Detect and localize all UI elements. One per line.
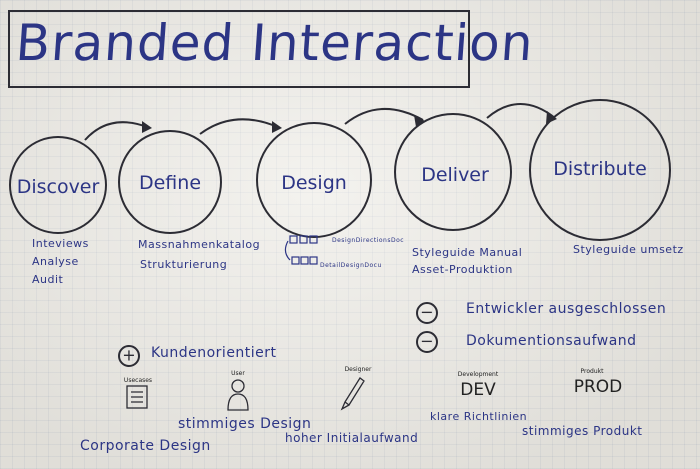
role-caption-user: User <box>231 370 245 377</box>
stage-label-deliver: Deliver <box>421 164 489 186</box>
usecases-icon <box>126 385 148 409</box>
note-define-2: Strukturierung <box>140 258 228 271</box>
arrow-deliver-distribute <box>486 103 556 119</box>
note-deliver-2: Asset-Produktion <box>412 263 513 276</box>
stage-circle-deliver <box>394 113 512 231</box>
arrow-define-design <box>199 118 281 135</box>
role-caption-development: Development <box>457 371 499 378</box>
con-item-entwickler: Entwickler ausgeschlossen <box>466 301 667 317</box>
doc-box-5 <box>300 256 309 265</box>
role-caption-produkt: Produkt <box>580 368 604 375</box>
arrow-design-deliver <box>344 108 424 125</box>
stage-circle-define <box>118 130 222 234</box>
arrow-discover-define <box>84 121 151 141</box>
doc-box-1 <box>289 235 298 244</box>
note-define-1: Massnahmenkatalog <box>138 238 261 251</box>
arrowhead-1 <box>142 121 152 133</box>
arrowhead-2 <box>272 121 282 133</box>
role-caption-usecases: Usecases <box>123 377 153 384</box>
note-design-2: DetailDesignDocu <box>320 262 382 269</box>
role-caption-designer: Designer <box>344 366 372 373</box>
branch-arrow <box>284 240 291 261</box>
pro-sign: + <box>118 345 140 367</box>
con-sign-2: − <box>416 331 438 353</box>
stage-circle-discover <box>9 136 107 234</box>
user-icon <box>231 379 245 393</box>
text-hoher-initialaufwand: hoher Initialaufwand <box>285 431 419 445</box>
note-design-1: DesignDirectionsDoc <box>332 237 405 244</box>
stage-label-discover: Discover <box>16 176 100 198</box>
role-dev: DEV <box>460 380 496 400</box>
arrowhead-3 <box>414 115 425 127</box>
note-deliver-1: Styleguide Manual <box>412 246 523 259</box>
text-stimmiges-produkt: stimmiges Produkt <box>522 424 643 438</box>
doc-box-3 <box>309 235 318 244</box>
text-klare-richtlinien: klare Richtlinien <box>430 410 528 423</box>
note-discover-2: Analyse <box>32 255 79 268</box>
stage-label-distribute: Distribute <box>553 158 647 180</box>
stage-circle-distribute <box>529 99 671 241</box>
doc-box-2 <box>299 235 308 244</box>
doc-box-6 <box>309 256 318 265</box>
pro-item-kundenorientiert: Kundenorientiert <box>151 345 277 361</box>
stage-label-define: Define <box>138 172 202 194</box>
con-item-dokumentation: Dokumentionsaufwand <box>466 333 637 349</box>
con-sign-1: − <box>416 302 438 324</box>
note-distribute: Styleguide umsetz <box>573 243 684 256</box>
note-discover-3: Audit <box>32 273 64 286</box>
doc-box-4 <box>291 256 300 265</box>
stage-circle-design <box>256 122 372 238</box>
text-stimmiges-design: stimmiges Design <box>178 416 312 432</box>
text-corporate-design: Corporate Design <box>80 438 211 454</box>
note-discover-1: Inteviews <box>32 237 89 250</box>
title-box <box>8 10 470 88</box>
arrowhead-4 <box>546 111 557 124</box>
role-prod: PROD <box>573 377 623 397</box>
pen-icon <box>340 377 365 411</box>
stage-label-design: Design <box>281 172 347 194</box>
